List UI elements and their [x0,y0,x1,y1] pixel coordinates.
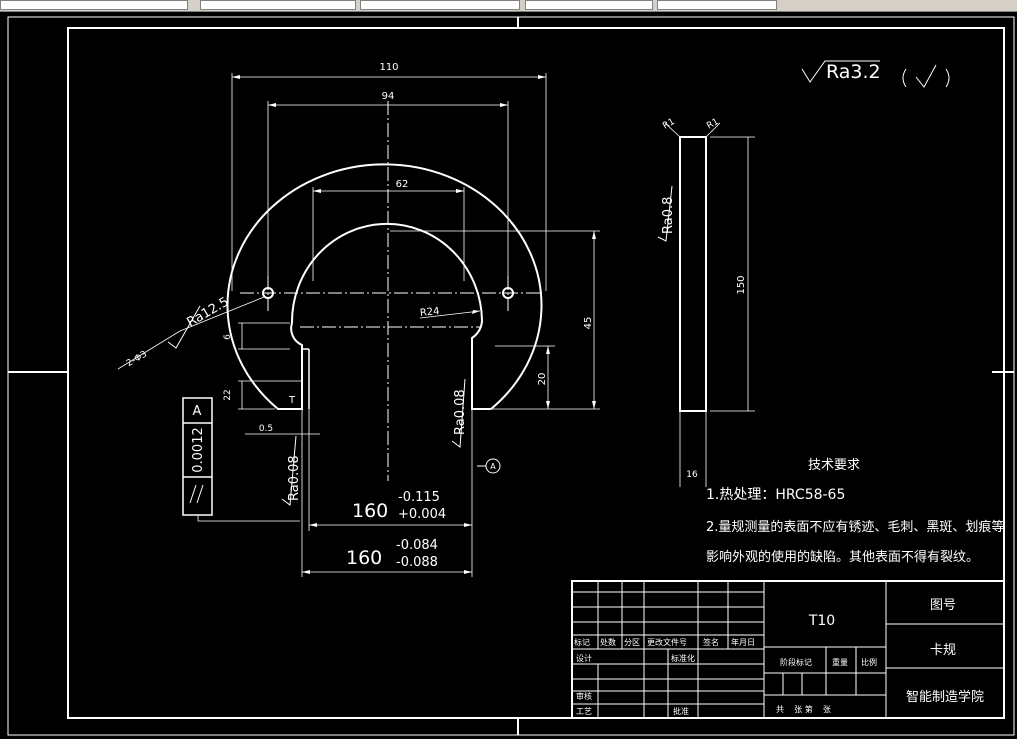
go-lower: +0.004 [398,507,446,522]
tech-line-1: 1.热处理：HRC58-65 [706,487,845,503]
ra-general: Ra3.2 [826,61,881,83]
dim-holes: 2-Φ3 [125,349,149,369]
dim-22: 22 [223,389,233,400]
toolbar-strip [0,0,1017,12]
toolbar-spacer [781,0,981,10]
go-upper: -0.115 [398,490,440,505]
layer-dropdown[interactable] [200,0,356,10]
hdr-zone: 分区 [624,638,640,647]
title-block-texts: T10 图号 卡规 智能制造学院 标记 处数 分区 更改文件号 签名 年月日 设… [574,598,984,716]
dim-16: 16 [686,470,698,480]
color-dropdown[interactable] [360,0,520,10]
label-t: T [288,395,296,406]
part-code: T10 [808,613,835,629]
dim-62: 62 [396,179,409,190]
roughness-symbols [167,60,950,506]
row-approve: 批准 [673,706,689,716]
dim-45: 45 [583,317,594,330]
go-nominal: 160 [352,500,388,522]
lineweight-dropdown[interactable] [657,0,777,10]
dim-0-5: 0.5 [259,424,273,434]
dim-r1-right: R1 [705,117,720,132]
title-block-lines [571,580,1005,719]
r1-leader-left [664,122,681,138]
nogo-upper: -0.084 [396,538,438,553]
dim-r24: R24 [419,306,440,319]
drawing-no-label: 图号 [930,598,956,613]
drawing-canvas[interactable]: 110 94 62 R24 45 20 6 22 0.5 2-Φ3 150 16… [0,11,1017,739]
gtol-leader [197,515,300,522]
row-review: 审核 [576,691,592,701]
part-name: 卡规 [930,643,956,658]
dimension-lines [117,73,600,577]
weight-label: 重量 [832,657,848,667]
center-lines [240,101,540,481]
row-std: 标准化 [671,653,695,663]
ra-0-08-left: Ra0.08 [287,455,302,501]
hdr-sign: 签名 [703,637,719,647]
company-name: 智能制造学院 [906,689,984,705]
nogo-lower: -0.088 [396,555,438,570]
ra-12-5: Ra12.5 [185,295,232,331]
gtol-parallel-2 [196,484,204,504]
stage-label: 阶段标记 [780,657,812,667]
dim-20: 20 [537,373,548,386]
scale-label: 比例 [861,657,877,667]
hdr-date: 年月日 [731,637,755,647]
toolbar-end [985,0,1017,10]
part-outline [226,163,543,410]
linetype-dropdown[interactable] [525,0,653,10]
dim-6: 6 [223,334,233,340]
hdr-mark: 标记 [574,637,590,647]
row-design: 设计 [576,653,592,663]
dim-110: 110 [379,62,398,73]
ra-0-8: Ra0.8 [661,197,676,234]
hdr-count: 处数 [600,637,616,647]
dim-94: 94 [382,91,395,102]
technical-requirements: 技术要求 1.热处理：HRC58-65 2.量规测量的表面不应有锈迹、毛刺、黑斑… [706,458,1004,565]
tech-line-3: 影响外观的使用的缺陷。其他表面不得有裂纹。 [706,549,979,565]
outer-border [7,16,1015,736]
gtol-parallel-1 [189,484,197,504]
row-process: 工艺 [576,707,592,716]
dim-150: 150 [736,275,747,294]
hdr-doc: 更改文件号 [647,637,687,647]
tech-heading: 技术要求 [808,458,860,473]
gtol-value: 0.0012 [191,427,206,473]
nogo-nominal: 160 [346,547,382,569]
r1-leader-right [705,122,721,138]
datum-a-circle-label: A [490,462,496,471]
gtol-datum: A [193,404,202,419]
tech-line-2: 2.量规测量的表面不应有锈迹、毛刺、黑斑、划痕等 [706,519,1004,535]
side-view-body [679,136,707,412]
inner-border [67,27,1005,719]
gtol-frame [182,397,213,516]
ra-0-08-right: Ra0.08 [453,389,468,435]
dim-r1-left: R1 [661,117,676,132]
dimension-arrows [232,75,596,574]
toolbar-field[interactable] [0,0,188,10]
sheets-label: 共 张 第 张 [776,704,831,714]
